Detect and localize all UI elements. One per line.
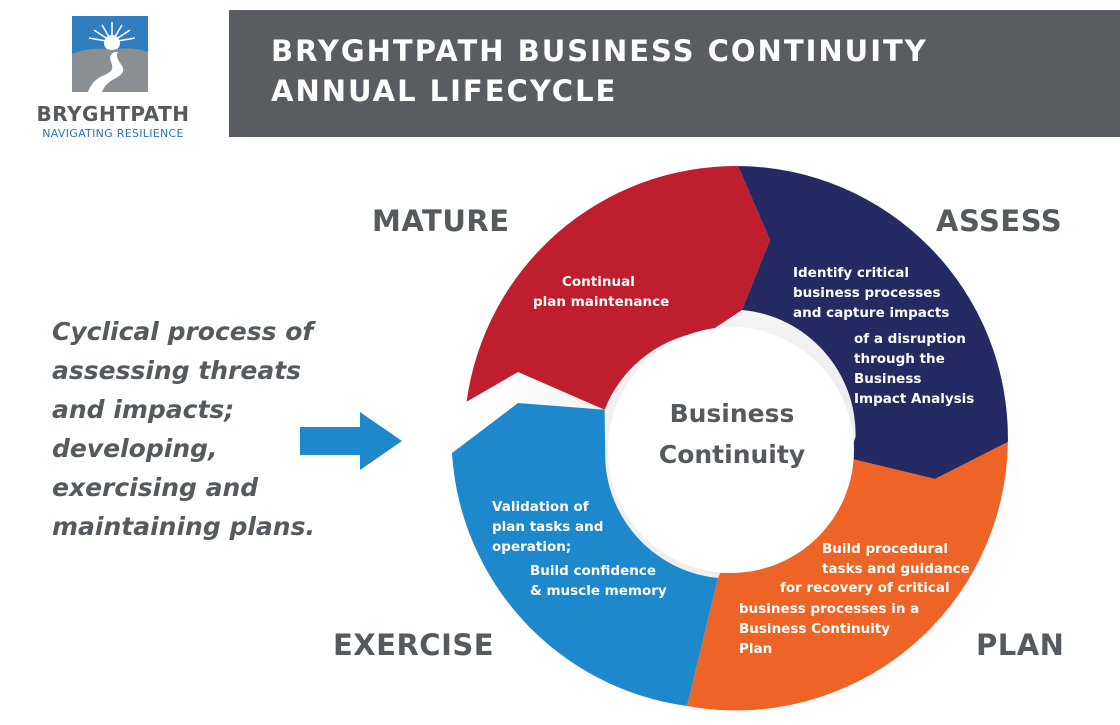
phase-label-plan: PLAN	[976, 628, 1065, 662]
bryghtpath-logo: BRYGHTPATH NAVIGATING RESILIENCE	[28, 16, 198, 141]
mature-segment	[466, 165, 770, 410]
assess-description-line: Business	[854, 371, 922, 387]
plan-description-line: Plan	[739, 641, 773, 657]
exercise-segment	[452, 403, 718, 706]
logo-tagline: NAVIGATING RESILIENCE	[42, 127, 184, 140]
plan-description-line: Business Continuity	[739, 621, 891, 637]
mature-description-line: plan maintenance	[533, 294, 670, 310]
intro-line: exercising and	[52, 473, 259, 502]
assess-description-line: of a disruption	[854, 331, 966, 347]
assess-description-line: Impact Analysis	[854, 391, 975, 407]
assess-description-line: through the	[854, 351, 945, 367]
lifecycle-ring	[452, 165, 1020, 724]
assess-segment	[738, 166, 1008, 479]
assess-description-line: Identify critical	[793, 265, 910, 281]
phase-label-exercise: EXERCISE	[333, 628, 495, 662]
exercise-description-line: plan tasks and	[492, 519, 604, 535]
plan-description-line: tasks and guidance	[822, 561, 970, 577]
page-title-line-1: BRYGHTPATH BUSINESS CONTINUITY	[271, 34, 928, 68]
intro-line: maintaining plans.	[52, 512, 315, 541]
center-line-2: Continuity	[658, 440, 806, 469]
logo-name: BRYGHTPATH	[36, 102, 190, 126]
assess-description-line: business processes	[793, 285, 941, 301]
phase-label-assess: ASSESS	[936, 204, 1063, 238]
assess-description-line: and capture impacts	[793, 305, 950, 321]
plan-description-line: for recovery of critical	[780, 580, 950, 596]
plan-description-line: Build procedural	[822, 541, 948, 557]
center-line-1: Business	[669, 399, 795, 428]
center-label: Business Continuity	[640, 393, 824, 475]
phase-label-mature: MATURE	[372, 204, 510, 238]
exercise-description-line: Build confidence	[530, 563, 657, 579]
mature-description-line: Continual	[562, 274, 635, 290]
logo-mark-icon	[72, 16, 148, 92]
page-title-line-2: ANNUAL LIFECYCLE	[271, 74, 618, 108]
title-bar: BRYGHTPATH BUSINESS CONTINUITY ANNUAL LI…	[229, 10, 1120, 137]
intro-line: and impacts;	[52, 395, 235, 424]
intro-line: assessing threats	[52, 356, 302, 385]
intro-line: developing,	[52, 434, 218, 463]
exercise-description-line: Validation of	[492, 499, 589, 515]
plan-segment	[687, 442, 1008, 711]
intro-line: Cyclical process of	[52, 317, 314, 346]
exercise-description-line: & muscle memory	[530, 583, 667, 599]
intro-text: Cyclical process of assessing threats an…	[52, 312, 322, 546]
plan-description-line: business processes in a	[739, 601, 920, 617]
exercise-description-line: operation;	[492, 539, 572, 555]
right-arrow-icon	[300, 412, 402, 470]
